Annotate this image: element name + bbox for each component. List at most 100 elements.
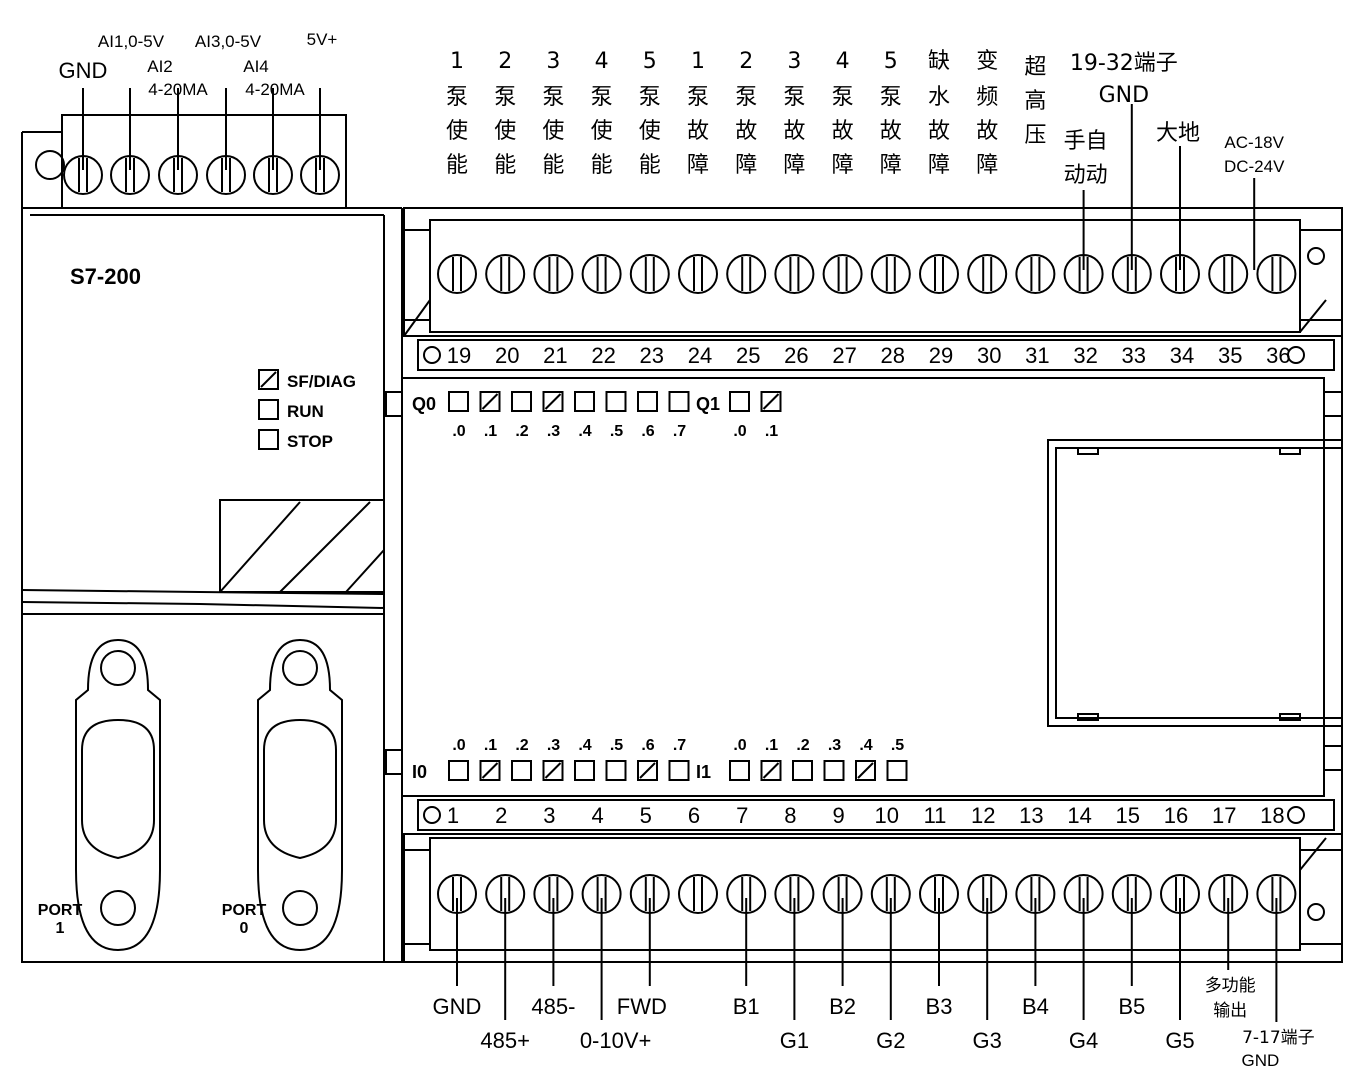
bottom-terminal-label: B2	[829, 994, 856, 1019]
terminal-number: 13	[1019, 803, 1043, 828]
bottom-terminal-label: G5	[1165, 1028, 1194, 1053]
analog-terminal[interactable]	[158, 155, 198, 195]
top-terminal-label: 手自	[1064, 129, 1108, 154]
terminal-number: 5	[640, 803, 652, 828]
bottom-terminal-5[interactable]	[629, 874, 670, 914]
bottom-terminal-4[interactable]	[581, 874, 622, 914]
top-terminal-30[interactable]	[967, 254, 1008, 294]
q1-bit-label: .0	[733, 423, 746, 440]
plc-body	[21, 114, 1343, 963]
terminal-number: 27	[832, 343, 856, 368]
status-led-label: STOP	[287, 432, 333, 451]
terminal-number: 28	[881, 343, 905, 368]
bottom-terminal-label: FWD	[617, 994, 667, 1019]
i0-label: I0	[412, 762, 427, 782]
top-terminal-label: 超	[1024, 55, 1046, 80]
top-terminal-label: 障	[783, 153, 805, 178]
top-terminal-label: 障	[880, 153, 902, 178]
i1-bit-label: .5	[891, 737, 904, 754]
top-terminal-35[interactable]	[1208, 254, 1249, 294]
analog-terminal[interactable]	[63, 155, 103, 195]
bottom-terminal-label: B3	[926, 994, 953, 1019]
top-terminal-27[interactable]	[822, 254, 863, 294]
i0-bit-label: .7	[673, 737, 686, 754]
top-terminal-label: 泵	[446, 85, 468, 110]
i1-led	[760, 760, 782, 781]
top-terminal-label: 障	[735, 153, 757, 178]
bottom-terminal-label: GND	[1242, 1051, 1280, 1070]
top-terminal-34[interactable]	[1160, 254, 1200, 294]
top-terminal-label: 泵	[639, 85, 661, 110]
terminal-number: 15	[1116, 803, 1140, 828]
top-terminal-31[interactable]	[1015, 254, 1056, 294]
top-terminal-26[interactable]	[774, 254, 815, 294]
top-terminal-label: 泵	[687, 85, 709, 110]
q0-bit-label: .6	[641, 423, 654, 440]
top-terminal-label: 缺	[928, 49, 950, 74]
top-terminal-label: 泵	[591, 85, 613, 110]
bottom-terminal-9[interactable]	[822, 874, 863, 914]
top-terminal-20[interactable]	[485, 254, 526, 294]
top-terminal-label: 5	[884, 49, 898, 74]
top-terminal-24[interactable]	[678, 254, 718, 294]
analog-terminal[interactable]	[300, 155, 340, 195]
terminal-number: 14	[1067, 803, 1091, 828]
top-terminal-label: 使	[446, 119, 468, 144]
q1-led	[729, 391, 750, 412]
port-label-0: PORT	[38, 902, 83, 919]
bottom-terminal-6[interactable]	[678, 874, 718, 914]
bottom-terminal-label: 485+	[480, 1028, 530, 1053]
top-terminal-23[interactable]	[629, 254, 670, 294]
i0-bit-label: .6	[641, 737, 654, 754]
bottom-terminal-7[interactable]	[726, 874, 767, 914]
top-terminal-label: 泵	[494, 85, 516, 110]
top-terminal-28[interactable]	[870, 254, 911, 294]
top-terminal-21[interactable]	[533, 254, 574, 294]
q0-led	[605, 391, 627, 412]
bottom-terminal-label: G2	[876, 1028, 905, 1053]
terminal-number: 9	[832, 803, 844, 828]
top-terminal-label: 泵	[880, 85, 902, 110]
i0-bit-label: .0	[452, 737, 465, 754]
bottom-terminal-15[interactable]	[1111, 874, 1152, 914]
top-terminal-label: 障	[976, 153, 998, 178]
top-terminal-19[interactable]	[437, 254, 477, 294]
top-terminal-label: 使	[494, 119, 516, 144]
i0-led	[668, 760, 690, 781]
terminal-number: 22	[591, 343, 615, 368]
terminal-number: 19	[447, 343, 471, 368]
port-0-connector[interactable]	[257, 638, 343, 952]
analog-terminal[interactable]	[253, 155, 293, 195]
i1-led	[823, 760, 845, 781]
terminal-number: 2	[495, 803, 507, 828]
i1-label: I1	[696, 762, 711, 782]
terminal-number: 20	[495, 343, 519, 368]
top-terminal-22[interactable]	[581, 254, 622, 294]
bottom-terminal-label: 多功能	[1205, 976, 1256, 996]
top-terminal-25[interactable]	[726, 254, 767, 294]
top-terminal-label: 故	[783, 119, 805, 144]
top-terminal-29[interactable]	[919, 254, 959, 294]
i1-bit-label: .2	[796, 737, 809, 754]
terminal-number: 8	[784, 803, 796, 828]
terminal-number: 32	[1073, 343, 1097, 368]
analog-terminal[interactable]	[206, 155, 246, 195]
bottom-terminal-3[interactable]	[533, 874, 574, 914]
i1-bit-label: .1	[765, 737, 778, 754]
terminal-number: 10	[875, 803, 899, 828]
i1-bit-label: .0	[733, 737, 746, 754]
terminal-number: 24	[688, 343, 712, 368]
status-led-label: SF/DIAG	[287, 372, 356, 391]
top-terminal-32[interactable]	[1063, 254, 1104, 294]
top-terminal-36[interactable]	[1256, 254, 1297, 294]
port-1-connector[interactable]	[75, 638, 161, 952]
i0-led	[574, 760, 595, 781]
top-terminal-label: 3	[546, 49, 560, 74]
i1-led	[729, 760, 750, 781]
top-terminal-label: 能	[494, 153, 516, 178]
bottom-terminal-10[interactable]	[870, 874, 911, 914]
